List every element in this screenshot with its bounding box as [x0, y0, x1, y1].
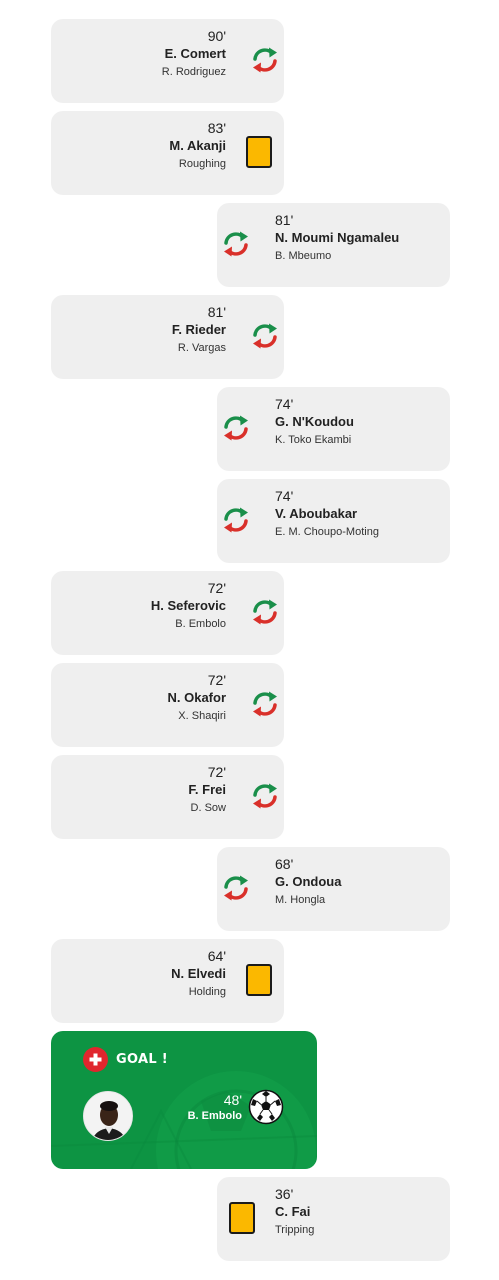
- player-out: E. M. Choupo-Moting: [275, 526, 379, 538]
- timeline-event-yellow-card: 36' C. Fai Tripping: [217, 1177, 450, 1261]
- player-avatar: [83, 1091, 133, 1141]
- event-minute: 81': [207, 304, 226, 320]
- goal-scorer: B. Embolo: [187, 1110, 242, 1122]
- player-in: G. Ondoua: [275, 874, 342, 889]
- substitution-icon: [248, 595, 282, 629]
- player-out: R. Vargas: [177, 342, 226, 354]
- substitution-icon: [219, 411, 253, 445]
- player-in: F. Frei: [188, 782, 226, 797]
- timeline-event-substitution: 74' V. Aboubakar E. M. Choupo-Moting: [217, 479, 450, 563]
- yellow-card-icon: [242, 135, 276, 169]
- timeline-event-substitution: 68' G. Ondoua M. Hongla: [217, 847, 450, 931]
- event-minute: 72': [207, 580, 226, 596]
- player-out: R. Rodriguez: [161, 66, 226, 78]
- event-minute: 72': [207, 672, 226, 688]
- player-out: B. Mbeumo: [275, 250, 332, 262]
- yellow-card-icon: [225, 1201, 259, 1235]
- timeline-event-substitution: 81' N. Moumi Ngamaleu B. Mbeumo: [217, 203, 450, 287]
- event-minute: 68': [275, 856, 294, 872]
- event-minute: 83': [207, 120, 226, 136]
- timeline-event-yellow-card: 83' M. Akanji Roughing: [51, 111, 284, 195]
- event-minute: 74': [275, 488, 294, 504]
- player-name: C. Fai: [275, 1204, 311, 1219]
- substitution-icon: [219, 227, 253, 261]
- substitution-icon: [219, 871, 253, 905]
- player-out: B. Embolo: [175, 618, 226, 630]
- player-in: V. Aboubakar: [275, 506, 358, 521]
- event-minute: 90': [207, 28, 226, 44]
- substitution-icon: [248, 319, 282, 353]
- player-in: H. Seferovic: [150, 598, 226, 613]
- timeline-event-substitution: 72' F. Frei D. Sow: [51, 755, 284, 839]
- event-minute: 36': [275, 1186, 294, 1202]
- player-out: X. Shaqiri: [178, 710, 226, 722]
- player-in: E. Comert: [164, 46, 226, 61]
- soccer-ball-icon: [248, 1089, 284, 1125]
- player-in: N. Okafor: [167, 690, 226, 705]
- goal-event-card: GOAL ! 48' B. Embolo: [51, 1031, 317, 1169]
- substitution-icon: [248, 687, 282, 721]
- timeline-event-substitution: 72' N. Okafor X. Shaqiri: [51, 663, 284, 747]
- substitution-icon: [248, 779, 282, 813]
- player-name: M. Akanji: [169, 138, 226, 153]
- player-out: M. Hongla: [275, 894, 326, 906]
- goal-title: GOAL !: [116, 1052, 168, 1067]
- yellow-card-icon: [242, 963, 276, 997]
- timeline-event-substitution: 74' G. N'Koudou K. Toko Ekambi: [217, 387, 450, 471]
- foul-reason: Tripping: [275, 1224, 315, 1236]
- event-minute: 72': [207, 764, 226, 780]
- substitution-icon: [248, 43, 282, 77]
- substitution-icon: [219, 503, 253, 537]
- player-name: N. Elvedi: [171, 966, 226, 981]
- timeline-event-substitution: 81' F. Rieder R. Vargas: [51, 295, 284, 379]
- switzerland-flag-icon: [83, 1047, 108, 1072]
- player-out: D. Sow: [190, 802, 226, 814]
- goal-minute: 48': [223, 1092, 242, 1108]
- event-minute: 74': [275, 396, 294, 412]
- player-in: G. N'Koudou: [275, 414, 354, 429]
- timeline-event-yellow-card: 64' N. Elvedi Holding: [51, 939, 284, 1023]
- event-minute: 64': [207, 948, 226, 964]
- player-in: F. Rieder: [171, 322, 226, 337]
- player-out: K. Toko Ekambi: [275, 434, 352, 446]
- timeline-event-substitution: 72' H. Seferovic B. Embolo: [51, 571, 284, 655]
- timeline-event-substitution: 90' E. Comert R. Rodriguez: [51, 19, 284, 103]
- event-minute: 81': [275, 212, 294, 228]
- foul-reason: Roughing: [178, 158, 226, 170]
- player-in: N. Moumi Ngamaleu: [275, 230, 400, 245]
- foul-reason: Holding: [188, 986, 226, 998]
